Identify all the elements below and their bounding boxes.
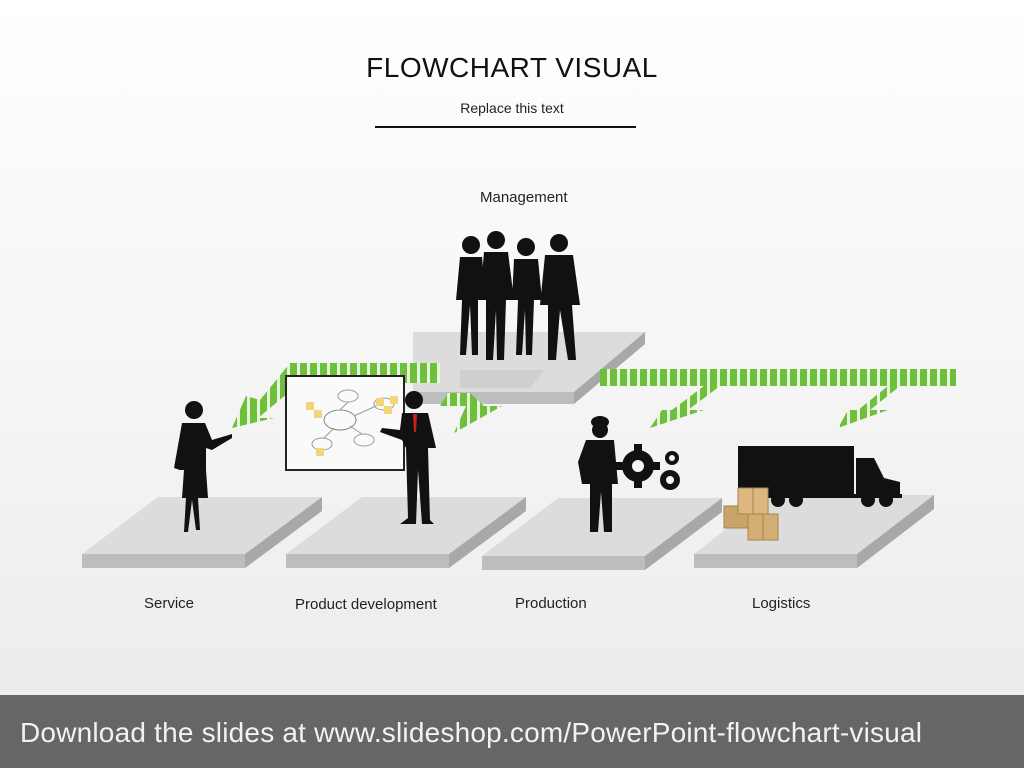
label-logistics: Logistics [752,595,811,612]
whiteboard-icon [285,375,405,471]
label-service: Service [144,595,195,612]
title-underline [375,126,636,128]
truck-icon [738,446,902,507]
footer-banner: Download the slides at www.slideshop.com… [0,695,1024,768]
worker-icon [578,416,618,532]
people-group-icon [456,231,580,360]
arrow-to-product-development [440,393,502,433]
label-production: Production [515,595,587,612]
platform-service [82,497,322,568]
platform-product-development [286,497,526,568]
footer-text: Download the slides at www.slideshop.com… [20,717,923,748]
slide: FLOWCHART VISUAL Replace this text [0,0,1024,695]
arrow-to-logistics [720,369,956,428]
gears-icon [616,444,680,490]
platform-management [413,332,645,404]
slide-title: FLOWCHART VISUAL [366,52,658,83]
man-presenter-icon [380,391,436,524]
woman-presenter-icon [174,401,232,532]
boxes-icon [723,487,779,541]
flowchart-diagram [82,231,956,570]
label-management: Management [480,189,568,206]
platform-production [482,498,722,570]
slide-subtitle: Replace this text [460,100,564,116]
label-product-development: Product development [295,596,437,613]
